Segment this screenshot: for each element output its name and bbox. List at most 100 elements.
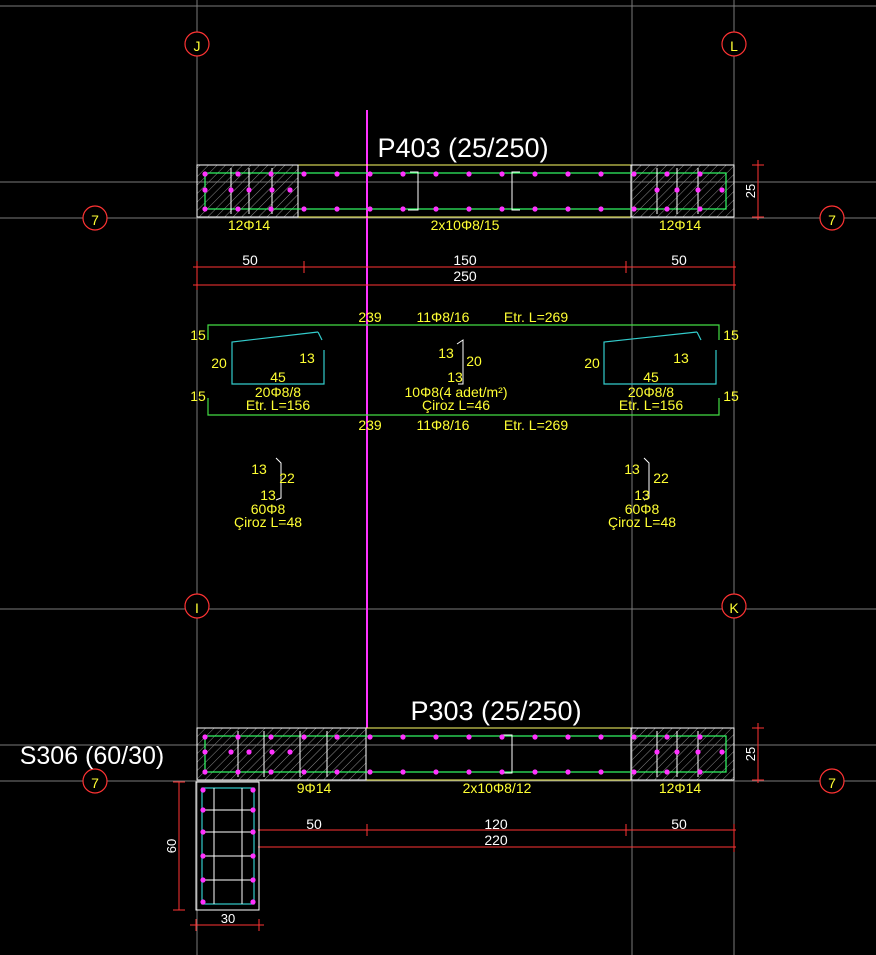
hook-left-top: 15 <box>190 327 206 343</box>
svg-text:K: K <box>729 600 739 616</box>
rebar-dot <box>334 734 340 740</box>
svg-text:25: 25 <box>743 747 758 761</box>
rebar-dot <box>433 171 439 177</box>
right-tie-side: 22 <box>653 470 669 486</box>
rebar-dot <box>532 206 538 212</box>
p303-mid-stirrups-label: 2x10Φ8/12 <box>463 780 532 796</box>
svg-text:7: 7 <box>91 775 99 791</box>
rebar-dot <box>697 769 703 775</box>
left-tie-top: 13 <box>251 461 267 477</box>
svg-text:150: 150 <box>453 252 477 268</box>
rebar-dot <box>695 187 701 193</box>
svg-text:J: J <box>194 38 201 54</box>
rebar-dot <box>367 769 373 775</box>
rebar-dot <box>367 734 373 740</box>
rebar-dot <box>719 187 725 193</box>
rebar-dot <box>268 171 274 177</box>
svg-text:25: 25 <box>743 184 758 198</box>
rebar-dot <box>400 769 406 775</box>
rebar-dot <box>565 734 571 740</box>
rebar-dot <box>200 807 206 813</box>
left-tie-len: Çiroz L=48 <box>234 514 302 530</box>
rebar-dot <box>631 769 637 775</box>
svg-text:L: L <box>730 38 738 54</box>
rebar-dot <box>301 769 307 775</box>
rebar-dot <box>532 769 538 775</box>
svg-text:120: 120 <box>484 816 508 832</box>
p403-dimensions: 50 150 50 250 <box>193 252 736 290</box>
detail-bot-len: Etr. L=269 <box>504 417 568 433</box>
rebar-dot <box>202 734 208 740</box>
s306-width-dimension: 30 <box>190 911 264 931</box>
rebar-dot <box>466 206 472 212</box>
axis-bubble-I: I <box>184 593 210 619</box>
rebar-dot <box>250 787 256 793</box>
left-stirrup-len: Etr. L=156 <box>246 397 310 413</box>
rebar-dot <box>697 734 703 740</box>
s306-section <box>195 781 260 911</box>
rebar-dot <box>202 749 208 755</box>
center-tie-bottom: 13 <box>447 369 463 385</box>
hook-right-top: 15 <box>723 327 739 343</box>
left-stirrup-bar: 20Φ8/8 <box>255 384 301 400</box>
right-stirrup-side: 20 <box>584 355 600 371</box>
rebar-dot <box>367 171 373 177</box>
svg-text:7: 7 <box>828 212 836 228</box>
right-stirrup-width: 45 <box>643 369 659 385</box>
axis-bubble-7-upper-right: 7 <box>819 205 845 231</box>
rebar-dot <box>598 171 604 177</box>
s306-rebar-dots <box>200 787 256 905</box>
center-tie-top: 13 <box>438 345 454 361</box>
left-stirrup-side: 20 <box>211 355 227 371</box>
reinforcement-detail <box>207 324 720 501</box>
svg-text:250: 250 <box>453 268 477 284</box>
rebar-dot <box>499 206 505 212</box>
rebar-dot <box>301 206 307 212</box>
rebar-dot <box>268 206 274 212</box>
rebar-dot <box>664 769 670 775</box>
axis-bubble-7-upper-left: 7 <box>82 205 108 231</box>
rebar-dot <box>719 749 725 755</box>
rebar-dot <box>235 769 241 775</box>
rebar-dot <box>269 187 275 193</box>
rebar-dot <box>433 206 439 212</box>
p303-dimensions: 50 120 50 220 <box>258 816 736 852</box>
detail-top-count: 239 <box>358 309 382 325</box>
svg-text:50: 50 <box>671 816 687 832</box>
rebar-dot <box>499 769 505 775</box>
svg-text:7: 7 <box>91 212 99 228</box>
rebar-dot <box>466 171 472 177</box>
right-stirrup-bar: 20Φ8/8 <box>628 384 674 400</box>
svg-text:50: 50 <box>306 816 322 832</box>
center-tie-side: 20 <box>466 353 482 369</box>
rebar-dot <box>598 206 604 212</box>
p303-left-bars-label: 9Φ14 <box>297 780 332 796</box>
center-tie-bar: 10Φ8(4 adet/m²) <box>405 384 508 400</box>
rebar-dot <box>674 187 680 193</box>
rebar-dot <box>433 769 439 775</box>
svg-text:60: 60 <box>164 839 179 853</box>
rebar-dot <box>532 734 538 740</box>
right-tie-top: 13 <box>624 461 640 477</box>
axis-bubble-J: J <box>184 31 210 57</box>
rebar-dot <box>565 769 571 775</box>
rebar-dot <box>250 829 256 835</box>
rebar-dot <box>301 171 307 177</box>
rebar-dot <box>499 171 505 177</box>
rebar-dot <box>200 787 206 793</box>
right-tie-bar: 60Φ8 <box>625 501 660 517</box>
rebar-dot <box>268 734 274 740</box>
s306-height-dimension: 60 <box>164 781 185 911</box>
rebar-dot <box>228 749 234 755</box>
rebar-dot <box>565 171 571 177</box>
p403-height-dimension: 25 <box>743 160 764 220</box>
rebar-dot <box>598 734 604 740</box>
detail-top-len: Etr. L=269 <box>504 309 568 325</box>
rebar-dot <box>246 749 252 755</box>
rebar-dot <box>466 734 472 740</box>
rebar-dot <box>287 749 293 755</box>
rebar-dot <box>268 769 274 775</box>
p403-rebar-dots <box>202 171 725 212</box>
rebar-dot <box>200 853 206 859</box>
rebar-dot <box>565 206 571 212</box>
